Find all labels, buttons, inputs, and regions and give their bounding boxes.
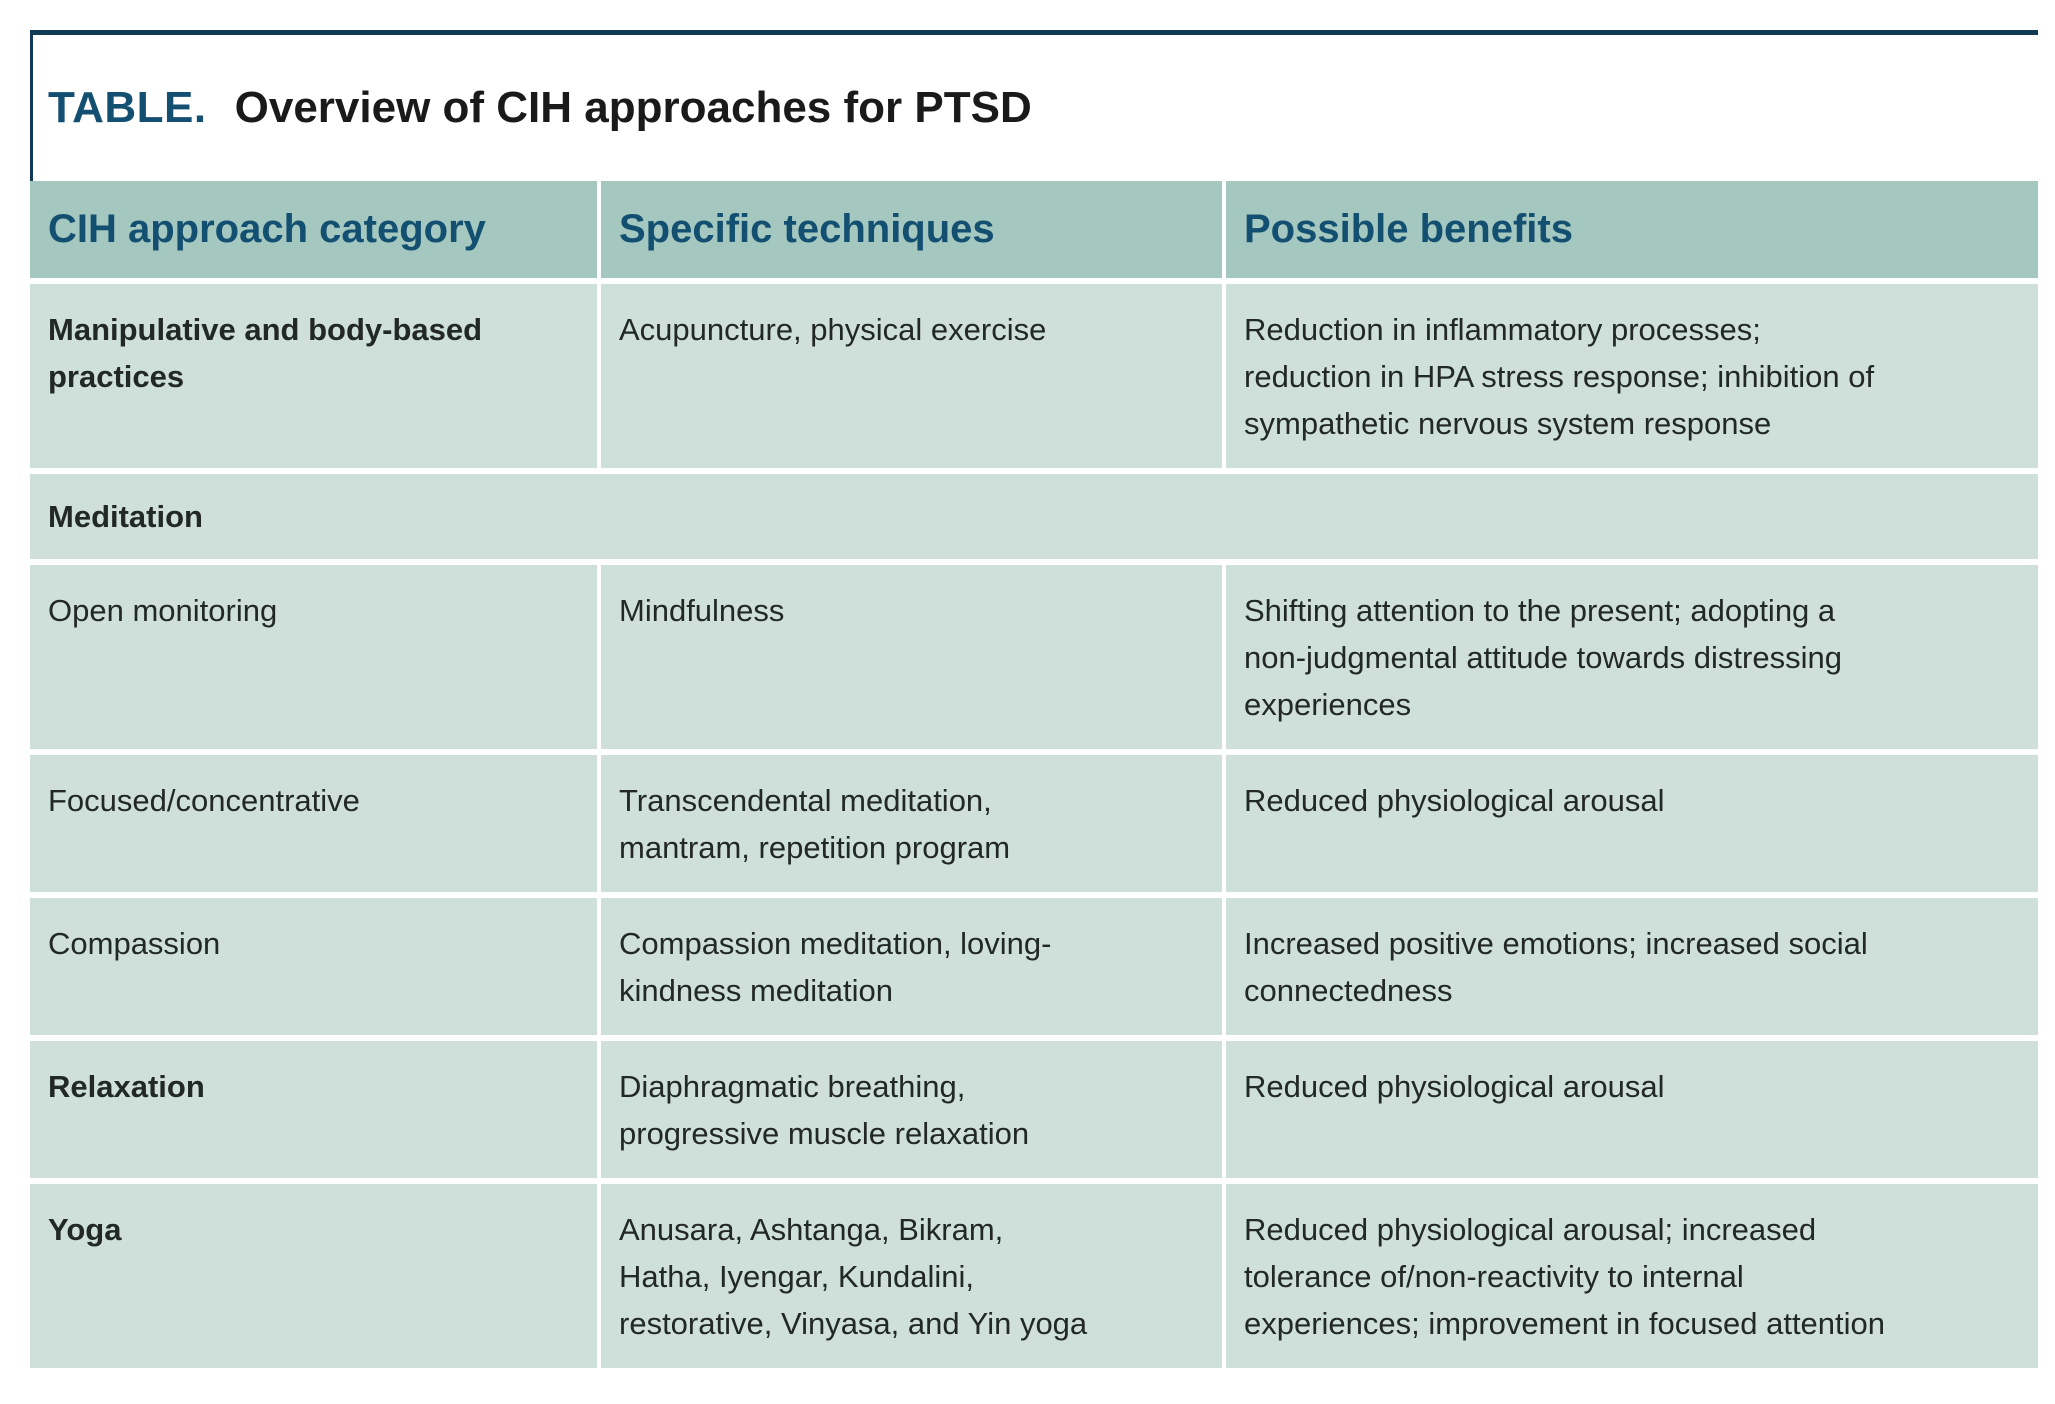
cih-approaches-table: CIH approach category Specific technique… bbox=[30, 181, 2038, 1374]
table-row-open-monitoring: Open monitoring Mindfulness Shifting att… bbox=[30, 565, 2038, 755]
top-rule-divider bbox=[30, 30, 2038, 35]
cell-techniques: Transcendental meditation, mantram, repe… bbox=[601, 755, 1226, 898]
cell-techniques: Mindfulness bbox=[601, 565, 1226, 755]
cell-category-group: Meditation bbox=[30, 474, 2038, 565]
table-row-meditation-group: Meditation bbox=[30, 474, 2038, 565]
cell-techniques: Compassion meditation, loving- kindness … bbox=[601, 898, 1226, 1041]
cell-benefits: Reduction in inflammatory processes; red… bbox=[1226, 284, 2038, 474]
cell-category: Open monitoring bbox=[30, 565, 601, 755]
table-row-yoga: Yoga Anusara, Ashtanga, Bikram, Hatha, I… bbox=[30, 1184, 2038, 1374]
cell-techniques: Diaphragmatic breathing, progressive mus… bbox=[601, 1041, 1226, 1184]
table-row-manipulative: Manipulative and body-based practices Ac… bbox=[30, 284, 2038, 474]
table-row-relaxation: Relaxation Diaphragmatic breathing, prog… bbox=[30, 1041, 2038, 1184]
cell-category: Manipulative and body-based practices bbox=[30, 284, 601, 474]
column-header-techniques: Specific techniques bbox=[601, 181, 1226, 284]
cell-category: Focused/concentrative bbox=[30, 755, 601, 898]
table-row-focused: Focused/concentrative Transcendental med… bbox=[30, 755, 2038, 898]
cell-benefits: Shifting attention to the present; adopt… bbox=[1226, 565, 2038, 755]
cell-benefits: Reduced physiological arousal; increased… bbox=[1226, 1184, 2038, 1374]
cell-benefits: Increased positive emotions; increased s… bbox=[1226, 898, 2038, 1041]
table-row-compassion: Compassion Compassion meditation, loving… bbox=[30, 898, 2038, 1041]
table-caption-title: Overview of CIH approaches for PTSD bbox=[234, 83, 1032, 132]
column-header-benefits: Possible benefits bbox=[1226, 181, 2038, 284]
cell-benefits: Reduced physiological arousal bbox=[1226, 1041, 2038, 1184]
cell-category: Compassion bbox=[30, 898, 601, 1041]
cell-techniques: Acupuncture, physical exercise bbox=[601, 284, 1226, 474]
table-caption: TABLE. Overview of CIH approaches for PT… bbox=[30, 35, 2038, 181]
cell-benefits: Reduced physiological arousal bbox=[1226, 755, 2038, 898]
cell-category: Yoga bbox=[30, 1184, 601, 1374]
header-row: CIH approach category Specific technique… bbox=[30, 181, 2038, 284]
table-caption-label: TABLE. bbox=[48, 83, 207, 132]
cell-category: Relaxation bbox=[30, 1041, 601, 1184]
column-header-category: CIH approach category bbox=[30, 181, 601, 284]
table-panel: TABLE. Overview of CIH approaches for PT… bbox=[30, 0, 2038, 1374]
cell-techniques: Anusara, Ashtanga, Bikram, Hatha, Iyenga… bbox=[601, 1184, 1226, 1374]
